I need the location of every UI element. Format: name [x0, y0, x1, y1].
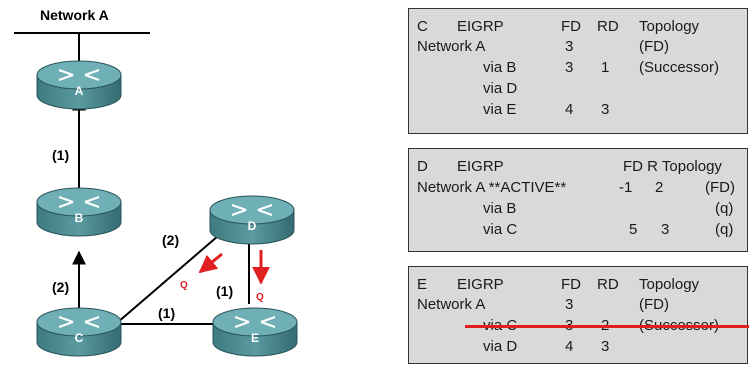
- table-d-network-active: Network A **ACTIVE**: [417, 179, 567, 196]
- table-c-via-b-fd: 3: [565, 59, 574, 76]
- table-e-network-fd: 3: [565, 296, 574, 313]
- router-e: E: [212, 307, 298, 357]
- query-label-d-to-c: Q: [180, 280, 188, 291]
- table-c-network-fd: 3: [565, 38, 574, 55]
- table-d-network-topology: (FD): [705, 179, 735, 196]
- table-e-protocol: EIGRP: [457, 276, 504, 293]
- table-c-via-d: via D: [483, 80, 518, 97]
- table-c-fd-header: FD: [561, 18, 581, 35]
- metric-c-d: (2): [162, 232, 179, 248]
- table-d-via-b-topology: (q): [715, 200, 734, 217]
- table-c-router-id: C: [417, 18, 428, 35]
- table-d-network-fd: -1: [619, 179, 633, 196]
- router-label: E: [251, 331, 259, 345]
- table-e-via-d-fd: 4: [565, 338, 574, 355]
- network-a-label: Network A: [40, 7, 109, 23]
- table-d-via-c: via C: [483, 221, 518, 238]
- router-arrows-icon: [234, 316, 276, 328]
- table-c-rd-header: RD: [597, 18, 619, 35]
- table-c-topology-header: Topology: [639, 18, 700, 35]
- table-c-via-b-topology: (Successor): [639, 59, 720, 76]
- table-d-header-columns: FD R Topology: [623, 158, 722, 175]
- table-c-network-topology: (FD): [639, 38, 669, 55]
- router-label: A: [75, 84, 84, 98]
- metric-a-b: (1): [52, 147, 69, 163]
- table-c-via-b: via B: [483, 59, 517, 76]
- topology-table-router-e: E EIGRP FD RD Topology Network A 3 (FD) …: [408, 266, 749, 364]
- table-d-router-id: D: [417, 158, 428, 175]
- link-c-d: [117, 235, 219, 323]
- table-e-router-id: E: [417, 276, 428, 293]
- router-arrows-icon: [231, 204, 273, 216]
- table-d-via-c-topology: (q): [715, 221, 734, 238]
- table-e-rd-header: RD: [597, 276, 619, 293]
- query-arrow-d-to-c: [198, 252, 223, 274]
- table-c-via-e-fd: 4: [565, 101, 574, 118]
- metric-d-e: (1): [216, 283, 233, 299]
- router-label: B: [75, 211, 84, 225]
- router-arrows-icon: [58, 316, 100, 328]
- table-d-via-c-fd: 5: [629, 221, 638, 238]
- router-arrows-icon: [58, 196, 100, 208]
- table-e-via-d: via D: [483, 338, 518, 355]
- metric-b-c: (2): [52, 279, 69, 295]
- router-d: D: [209, 195, 295, 245]
- query-label-d-to-e: Q: [256, 292, 264, 303]
- table-e-fd-header: FD: [561, 276, 581, 293]
- router-label: C: [75, 331, 84, 345]
- router-b: B: [36, 187, 122, 237]
- topology-table-router-c: C EIGRP FD RD Topology Network A 3 (FD) …: [408, 8, 748, 134]
- router-label: D: [248, 219, 257, 233]
- table-c-via-e: via E: [483, 101, 517, 118]
- router-arrows-icon: [58, 69, 100, 81]
- table-e-network: Network A: [417, 296, 486, 313]
- table-d-network-rd: 2: [655, 179, 664, 196]
- table-d-via-c-rd: 3: [661, 221, 670, 238]
- router-c: C: [36, 307, 122, 357]
- table-c-network: Network A: [417, 38, 486, 55]
- table-c-via-e-rd: 3: [601, 101, 610, 118]
- table-c-via-b-rd: 1: [601, 59, 610, 76]
- table-e-via-d-rd: 3: [601, 338, 610, 355]
- table-d-via-b: via B: [483, 200, 517, 217]
- metric-c-e: (1): [158, 305, 175, 321]
- strikethrough-line: [465, 325, 749, 328]
- table-d-protocol: EIGRP: [457, 158, 504, 175]
- table-e-topology-header: Topology: [639, 276, 700, 293]
- router-a: A: [36, 60, 122, 110]
- table-c-protocol: EIGRP: [457, 18, 504, 35]
- topology-table-router-d: D EIGRP FD R Topology Network A **ACTIVE…: [408, 148, 748, 252]
- table-e-network-topology: (FD): [639, 296, 669, 313]
